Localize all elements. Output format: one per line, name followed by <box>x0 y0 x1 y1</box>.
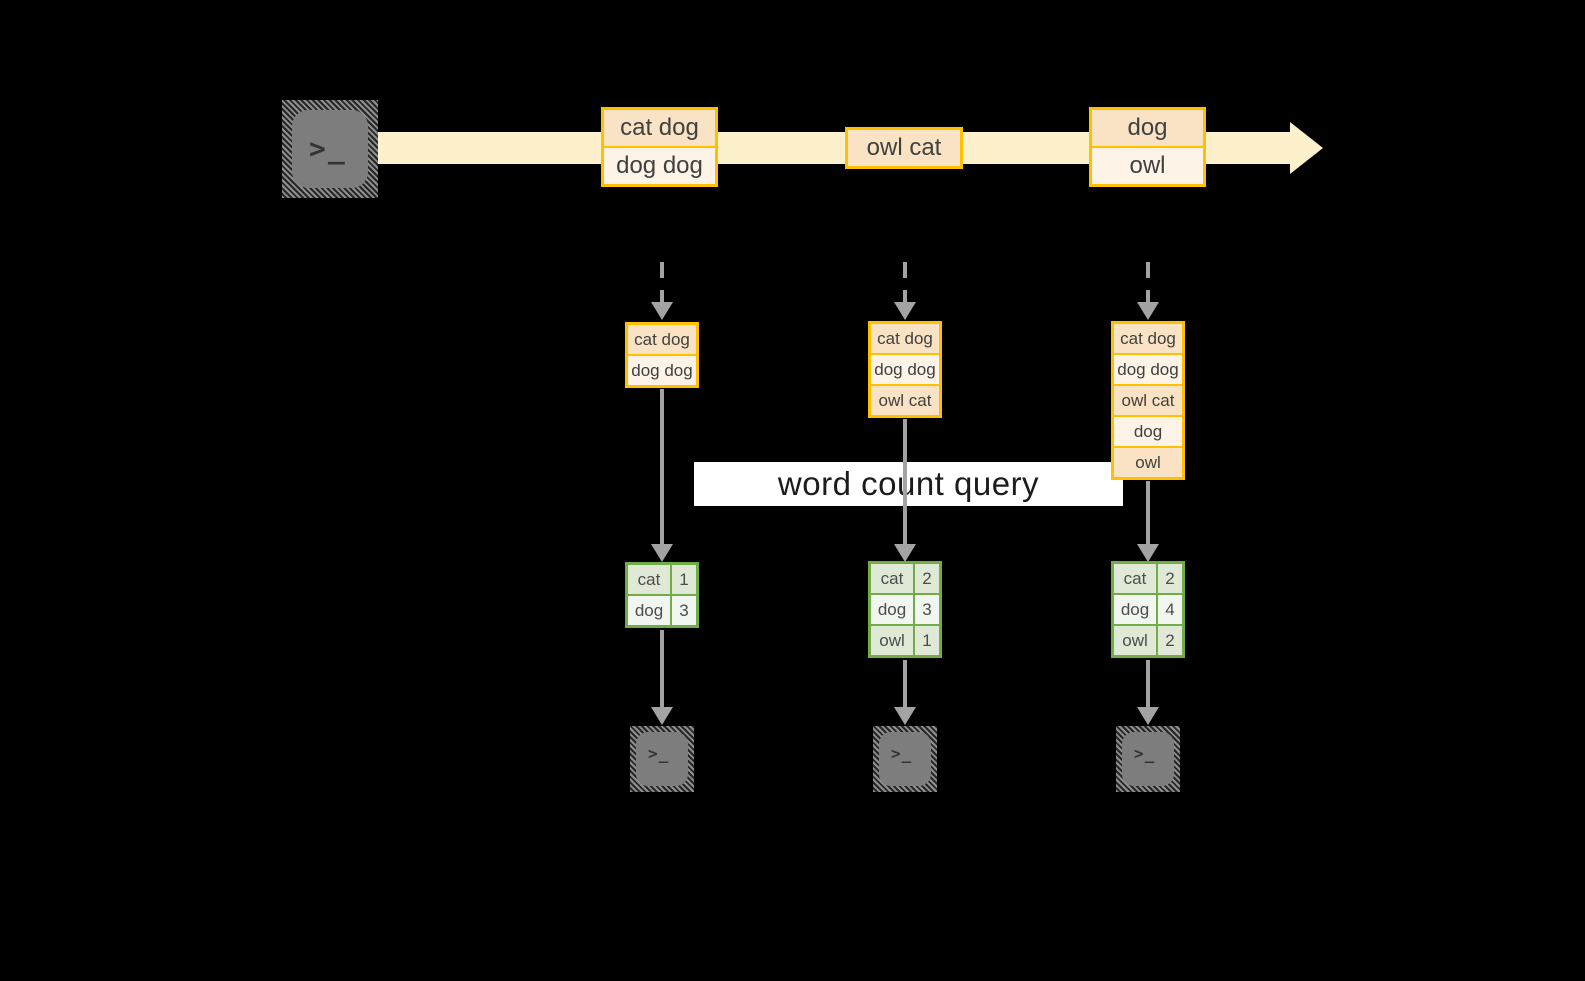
table-row: cat 1 <box>628 565 696 594</box>
output-arrow <box>1137 660 1159 725</box>
arrowhead-icon <box>894 544 916 562</box>
sink-terminal-icon: >_ <box>630 726 694 792</box>
table-count-cell: 1 <box>913 626 939 655</box>
terminal-prompt-icon: >_ <box>648 744 670 763</box>
input-row: cat dog <box>871 324 939 353</box>
arrowhead-icon <box>1137 707 1159 725</box>
table-row: owl 2 <box>1114 624 1182 655</box>
terminal-body: >_ <box>1122 732 1174 786</box>
table-count-cell: 2 <box>1156 564 1182 593</box>
dashed-input-arrow <box>1137 262 1159 320</box>
query-result-arrow <box>1137 481 1159 562</box>
terminal-body: >_ <box>879 732 931 786</box>
input-row: cat dog <box>628 325 696 354</box>
word-count-table: cat 1 dog 3 <box>625 562 699 628</box>
arrow-line <box>660 630 664 707</box>
table-row: cat 2 <box>871 564 939 593</box>
word-count-query-label: word count query <box>694 462 1123 506</box>
table-word-cell: cat <box>628 565 670 594</box>
table-word-cell: cat <box>871 564 913 593</box>
input-row: dog dog <box>871 353 939 384</box>
source-terminal-icon: >_ <box>282 100 378 198</box>
input-row: cat dog <box>1114 324 1182 353</box>
table-row: dog 3 <box>628 594 696 625</box>
dashed-input-arrow <box>651 262 673 320</box>
accumulated-input-box: cat dog dog dog <box>625 322 699 388</box>
table-word-cell: dog <box>628 596 670 625</box>
table-word-cell: owl <box>871 626 913 655</box>
arrowhead-icon <box>1137 544 1159 562</box>
input-row: owl <box>1114 446 1182 477</box>
input-row: dog dog <box>1114 353 1182 384</box>
table-count-cell: 3 <box>913 595 939 624</box>
event-row: cat dog <box>604 110 715 146</box>
table-row: dog 4 <box>1114 593 1182 624</box>
word-count-table: cat 2 dog 3 owl 1 <box>868 561 942 658</box>
arrowhead-icon <box>651 302 673 320</box>
accumulated-input-box: cat dog dog dog owl cat <box>868 321 942 418</box>
sink-terminal-icon: >_ <box>873 726 937 792</box>
sink-terminal-icon: >_ <box>1116 726 1180 792</box>
arrow-line <box>1146 660 1150 707</box>
output-arrow <box>651 630 673 725</box>
table-word-cell: dog <box>1114 595 1156 624</box>
arrowhead-icon <box>894 707 916 725</box>
query-result-arrow <box>894 419 916 562</box>
event-row: owl cat <box>848 130 960 166</box>
table-count-cell: 2 <box>913 564 939 593</box>
arrow-line <box>903 660 907 707</box>
arrowhead-icon <box>651 707 673 725</box>
input-row: dog <box>1114 415 1182 446</box>
terminal-body: >_ <box>292 110 368 188</box>
input-row: owl cat <box>871 384 939 415</box>
accumulated-input-box: cat dog dog dog owl cat dog owl <box>1111 321 1185 480</box>
terminal-prompt-icon: >_ <box>309 132 347 165</box>
table-word-cell: dog <box>871 595 913 624</box>
terminal-prompt-icon: >_ <box>891 744 913 763</box>
arrowhead-icon <box>1137 302 1159 320</box>
input-row: owl cat <box>1114 384 1182 415</box>
stream-event-box: dog owl <box>1089 107 1206 187</box>
table-word-cell: owl <box>1114 626 1156 655</box>
table-count-cell: 2 <box>1156 626 1182 655</box>
arrow-line <box>903 262 907 302</box>
table-row: dog 3 <box>871 593 939 624</box>
input-stream-arrowhead-icon <box>1290 122 1323 174</box>
event-row: dog <box>1092 110 1203 146</box>
arrow-line <box>903 419 907 544</box>
query-result-arrow <box>651 389 673 562</box>
table-row: owl 1 <box>871 624 939 655</box>
table-row: cat 2 <box>1114 564 1182 593</box>
arrow-line <box>1146 481 1150 544</box>
arrow-line <box>660 389 664 544</box>
dashed-input-arrow <box>894 262 916 320</box>
table-word-cell: cat <box>1114 564 1156 593</box>
arrowhead-icon <box>651 544 673 562</box>
terminal-prompt-icon: >_ <box>1134 744 1156 763</box>
arrowhead-icon <box>894 302 916 320</box>
word-count-table: cat 2 dog 4 owl 2 <box>1111 561 1185 658</box>
event-row: dog dog <box>604 146 715 184</box>
table-count-cell: 1 <box>670 565 696 594</box>
stream-event-box: cat dog dog dog <box>601 107 718 187</box>
output-arrow <box>894 660 916 725</box>
input-row: dog dog <box>628 354 696 385</box>
stream-event-box: owl cat <box>845 127 963 169</box>
arrow-line <box>1146 262 1150 302</box>
arrow-line <box>660 262 664 302</box>
table-count-cell: 3 <box>670 596 696 625</box>
table-count-cell: 4 <box>1156 595 1182 624</box>
terminal-body: >_ <box>636 732 688 786</box>
event-row: owl <box>1092 146 1203 184</box>
